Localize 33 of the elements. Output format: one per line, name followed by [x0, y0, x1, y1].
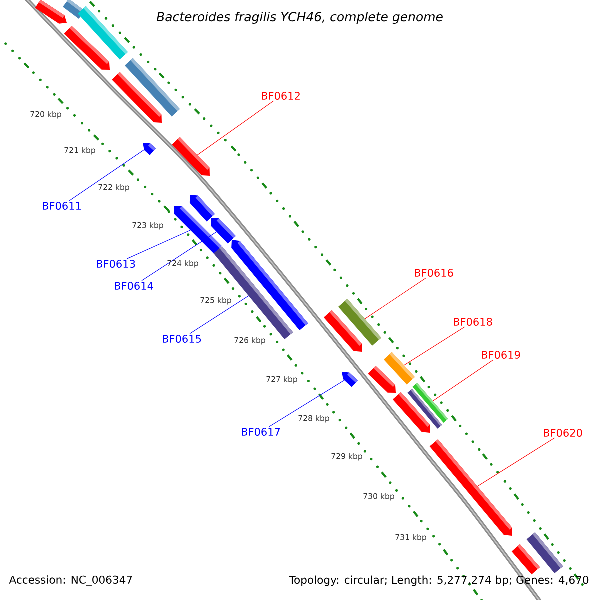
leader-line [432, 360, 494, 402]
gene-feature [64, 26, 110, 70]
gene-feature [342, 372, 358, 388]
gene-label: BF0618 [454, 318, 492, 326]
gene-label: BF0615 [163, 335, 202, 343]
gene-feature [35, 0, 67, 24]
title: Bacteroides fragilis YCH46, complete genome [156, 12, 443, 24]
gene-label: BF0612 [262, 92, 300, 100]
accession-text: Accession: NC_006347 [9, 576, 132, 586]
gene-feature [190, 195, 216, 222]
genome-info-text: Topology: circular; Length: 5,277,274 bp; Genes: 4,670 [289, 576, 589, 586]
leader-line [477, 438, 556, 487]
leader-line [69, 150, 144, 202]
gene-feature [172, 137, 210, 176]
gene-label: BF0611 [43, 202, 81, 210]
gene-feature [324, 310, 362, 352]
leader-line [197, 100, 274, 156]
gene-label: BF0614 [115, 282, 154, 290]
gene-feature [384, 352, 416, 385]
gene-feature [143, 143, 156, 156]
gene-feature [112, 72, 162, 123]
gene-feature [430, 439, 512, 536]
gene-label: BF0613 [97, 260, 136, 268]
gene-feature [368, 366, 396, 393]
gene-label: BF0616 [415, 269, 454, 277]
leader-line [269, 380, 345, 428]
gene-label: BF0620 [544, 429, 582, 437]
gene-feature [392, 392, 430, 433]
gene-label: BF0617 [242, 428, 280, 436]
gene-feature [211, 218, 236, 244]
gene-label: BF0619 [482, 351, 520, 359]
leader-line [127, 230, 191, 260]
gene-feature [512, 544, 540, 575]
